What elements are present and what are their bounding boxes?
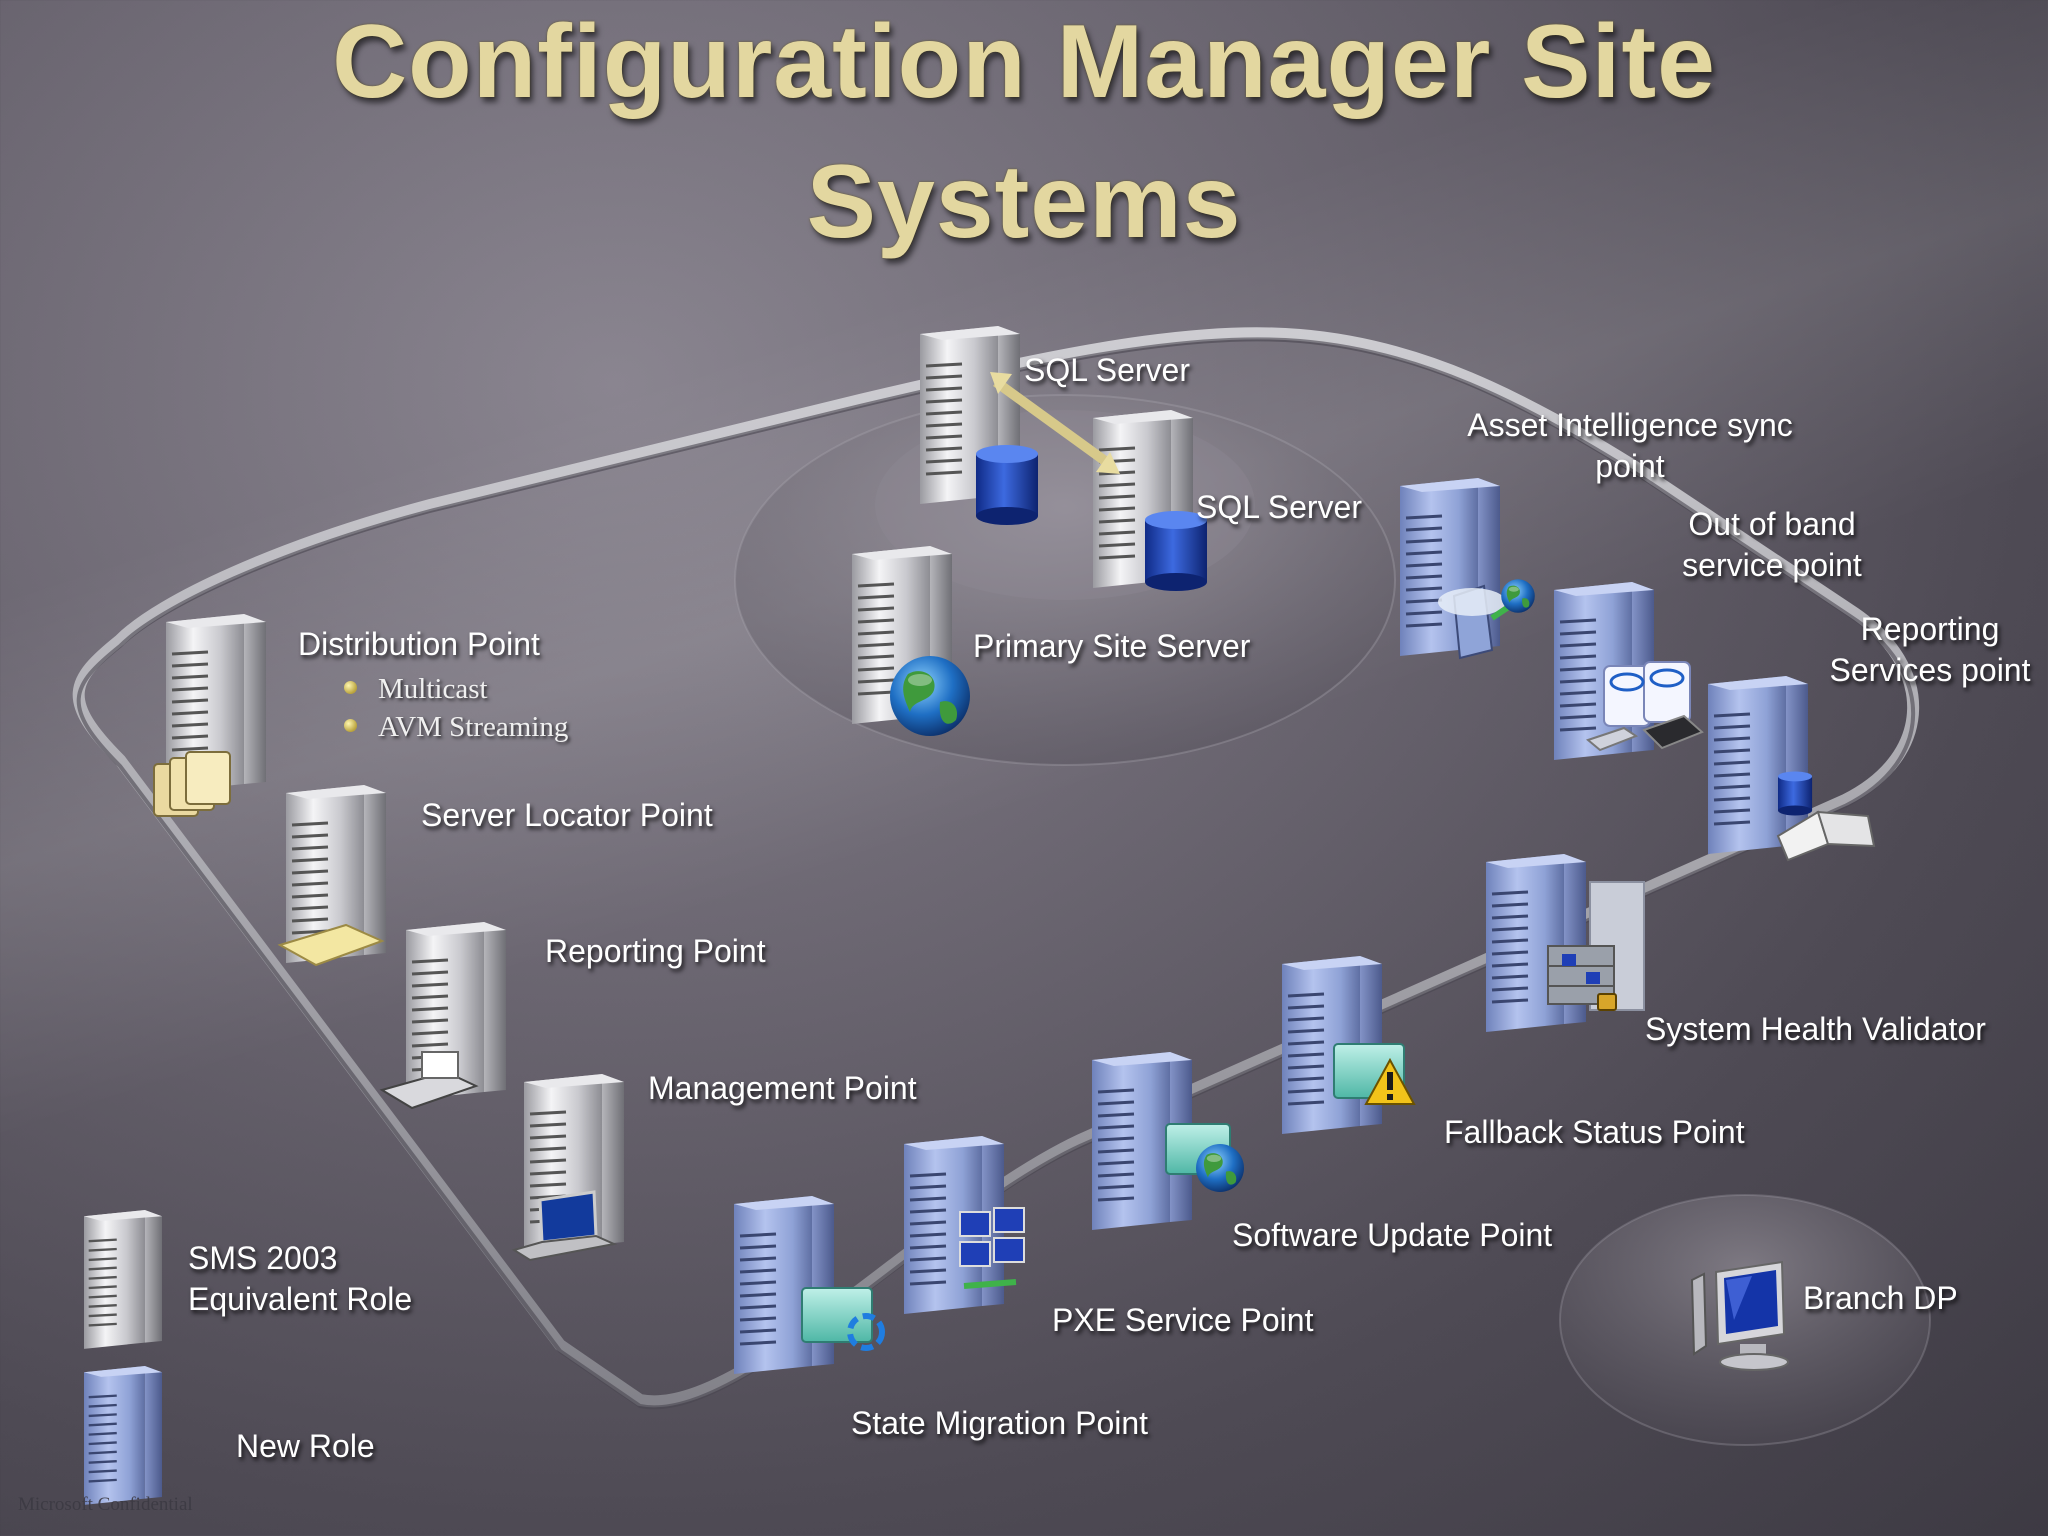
out-of-band-service-point-icon (1552, 580, 1704, 762)
sql-server-2-label: SQL Server (1196, 489, 1362, 525)
legend-sms2003-server-icon (82, 1208, 164, 1351)
management-point-icon (511, 1072, 626, 1262)
printer-icon (379, 1051, 479, 1110)
server-locator-point-icon (277, 783, 388, 967)
branch-dp-label: Branch DP (1803, 1280, 1958, 1316)
reporting-point-icon (379, 920, 508, 1110)
distribution-point-features: Multicast AVM Streaming (344, 670, 568, 746)
legend-new-role-server-icon (82, 1364, 164, 1507)
fallback-status-point-icon (1280, 954, 1416, 1136)
system-health-validator-label: System Health Validator (1645, 1011, 1986, 1047)
warning-icon (1364, 1057, 1416, 1105)
distribution-point-icon (153, 612, 268, 817)
software-update-point-icon (1090, 1050, 1244, 1232)
fallback-status-point-label: Fallback Status Point (1444, 1114, 1745, 1150)
asset-intelligence-sync-point-icon (1398, 476, 1535, 660)
pxe-service-point-icon (902, 1134, 1025, 1316)
reporting-point-label: Reporting Point (545, 933, 766, 969)
folders-icon (153, 751, 231, 817)
sync-arrow-icon (1490, 579, 1535, 621)
feature-multicast: Multicast (344, 670, 568, 708)
legend-new-role-label: New Role (236, 1428, 375, 1464)
software-update-point-label: Software Update Point (1232, 1217, 1553, 1253)
laptop-icon (511, 1190, 618, 1262)
management-point-label: Management Point (648, 1070, 917, 1106)
state-migration-point-icon (732, 1194, 885, 1376)
sql-replication-arrow-icon (990, 372, 1120, 474)
monitors-icon (959, 1207, 1025, 1289)
legend-sms2003-label: SMS 2003 Equivalent Role (188, 1240, 413, 1317)
page-title: Configuration Manager Site Systems (0, 0, 2048, 272)
footer-confidential: Microsoft Confidential (18, 1494, 193, 1515)
building-icon (1438, 584, 1506, 660)
distribution-point-label: Distribution Point (298, 626, 540, 662)
firewall-icon (1547, 945, 1617, 1011)
feature-avm-streaming: AVM Streaming (344, 708, 568, 746)
book-icon (1776, 810, 1876, 862)
site-boundary-ring (72, 327, 1920, 1408)
reporting-services-point-label: Reporting Services point (1829, 611, 2031, 688)
primary-site-server-label: Primary Site Server (973, 628, 1251, 664)
server-locator-point-label: Server Locator Point (421, 797, 713, 833)
intel-chip-icon (1585, 661, 1704, 752)
title-line-1: Configuration Manager Site (332, 4, 1716, 120)
asset-intelligence-sync-point-label: Asset Intelligence sync point (1467, 407, 1793, 484)
sql-server-2-icon (1091, 408, 1207, 591)
reporting-services-point-icon (1706, 674, 1876, 862)
state-migration-point-label: State Migration Point (851, 1405, 1149, 1441)
branch-dp-computer-icon (1690, 1260, 1789, 1371)
sql-server-1-label: SQL Server (1024, 352, 1190, 388)
title-line-2: Systems (806, 144, 1242, 260)
out-of-band-service-point-label: Out of band service point (1682, 506, 1862, 583)
system-health-validator-icon (1484, 852, 1645, 1034)
pxe-service-point-label: PXE Service Point (1052, 1302, 1314, 1338)
